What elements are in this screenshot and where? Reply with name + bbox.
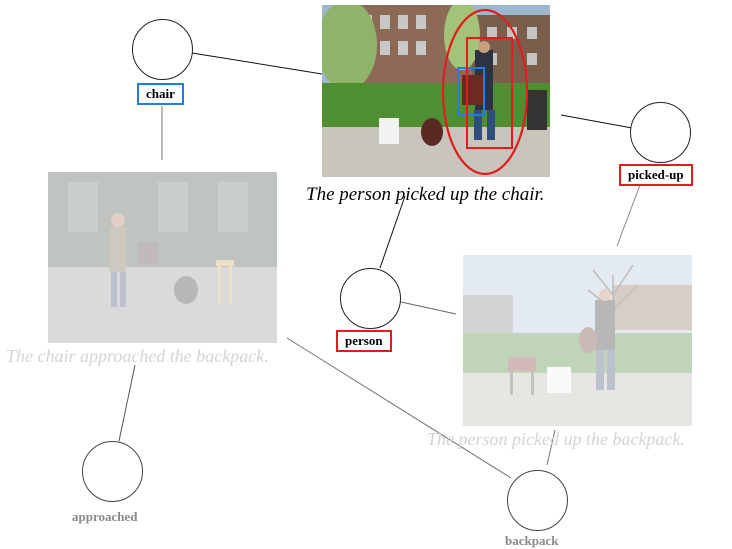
picked-up-node-circle [630,102,691,163]
edge-left-image-backpack [286,337,512,479]
approached-node-circle [82,441,143,502]
right-scene-photo [463,255,692,426]
edge-picked-up-right-image [616,184,641,247]
backpack-node-label: backpack [505,533,559,548]
main-scene-photo [322,5,550,177]
edge-person-caption [379,195,406,269]
edge-main-image-picked-up [560,114,633,129]
right-caption: The person picked up the backpack. [427,429,685,449]
left-caption: The chair approached the backpack. [6,346,269,366]
person-node-circle [340,268,401,329]
edge-right-caption-backpack [546,429,556,466]
chair-node-circle [132,19,193,80]
edge-chair-main-image [191,52,323,75]
edge-person-right-image [400,301,457,315]
picked-up-node-label: picked-up [619,164,693,186]
person-node-label: person [336,330,392,352]
approached-node-label: approached [72,509,138,524]
chair-node-label: chair [137,83,184,105]
backpack-node-circle [507,470,568,531]
main-caption: The person picked up the chair. [306,184,545,205]
edge-left-caption-approached [118,364,136,442]
left-scene-photo [48,172,277,343]
